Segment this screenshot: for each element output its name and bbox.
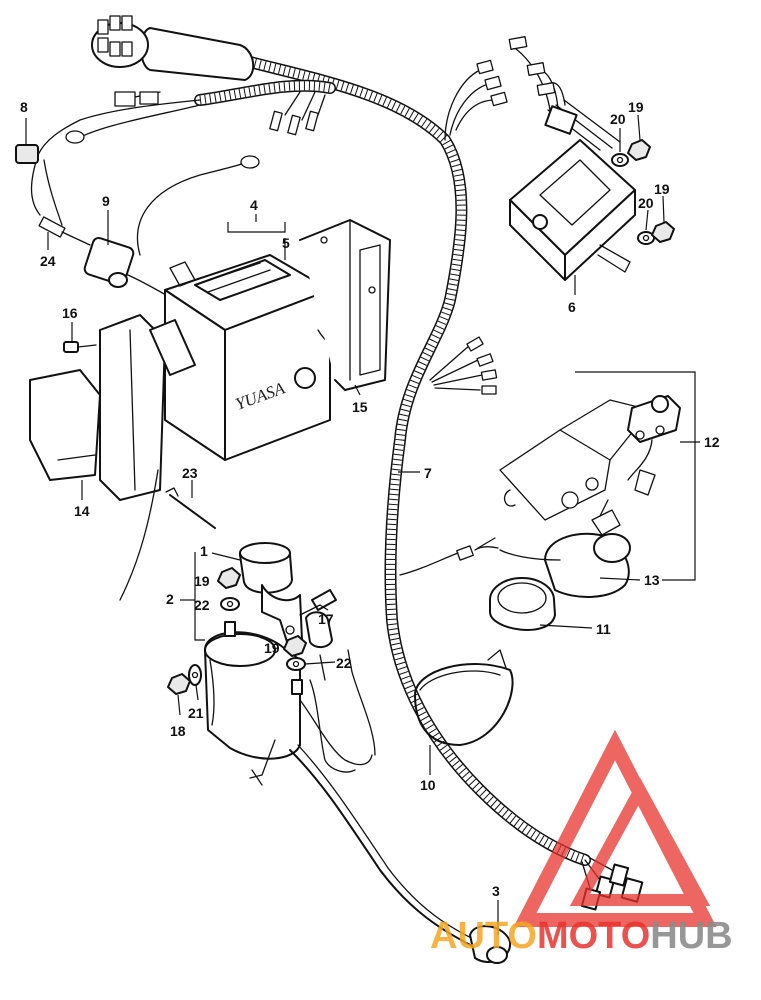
- callout-7: 7: [424, 465, 432, 481]
- watermark-text-moto: MOTO: [537, 915, 650, 957]
- callout-17: 17: [318, 611, 334, 627]
- ground-cable: [136, 155, 260, 256]
- washer-20-lower: [637, 231, 655, 245]
- callout-4: 4: [250, 197, 258, 213]
- callout-21: 21: [188, 705, 204, 721]
- main-wire-harness: [194, 56, 591, 866]
- fuse-24: [38, 216, 91, 246]
- watermark-text-hub: HUB: [650, 915, 732, 957]
- spacer-collar: [305, 611, 333, 648]
- regulator-leads: [444, 36, 566, 141]
- callout-24: 24: [40, 253, 56, 269]
- harness-bullet-fan: [429, 336, 498, 395]
- callout-16: 16: [62, 305, 78, 321]
- callout-19-upper: 19: [628, 99, 644, 115]
- coil-primary-wires: [299, 649, 376, 773]
- callout-22-coil: 22: [194, 597, 210, 613]
- fuse-holder-9: [83, 237, 176, 301]
- callout-22-lower: 22: [336, 655, 352, 671]
- callout-19-lower: 19: [264, 640, 280, 656]
- ignition-bracket: [499, 399, 651, 521]
- callout-12: 12: [704, 434, 720, 450]
- callout-15: 15: [352, 399, 368, 415]
- callout-2: 2: [166, 591, 174, 607]
- watermark-text: AUTOMOTOHUB: [430, 915, 733, 957]
- battery-holder-14: [29, 314, 196, 601]
- nut-19-coil: [217, 567, 241, 589]
- coil-cap-1: [239, 542, 293, 594]
- nut-19-lower: [651, 221, 675, 243]
- callout-6: 6: [568, 299, 576, 315]
- washer-21: [188, 664, 202, 686]
- ignition-coil-2: [204, 621, 303, 786]
- harness-band-10: [414, 649, 514, 746]
- screw-16: [63, 341, 97, 353]
- watermark-triangle-inner: [569, 777, 711, 906]
- callout-11: 11: [596, 621, 611, 637]
- bolt-17: [299, 589, 337, 616]
- callout-13: 13: [644, 572, 660, 588]
- key-cylinder-12: [627, 395, 681, 496]
- regulator-6: [509, 99, 636, 281]
- watermark-logo: [513, 729, 717, 927]
- callout-1: 1: [200, 543, 208, 559]
- headlight-connector-boot: [91, 15, 255, 81]
- callout-19-coil: 19: [194, 573, 210, 589]
- nut-18: [167, 673, 191, 695]
- callout-19-reg-lower: 19: [654, 181, 670, 197]
- left-wire-branch: [15, 91, 201, 226]
- coil-bracket: [261, 584, 303, 646]
- washer-20-upper: [611, 153, 629, 167]
- callout-23: 23: [182, 465, 198, 481]
- callout-8: 8: [20, 99, 28, 115]
- callout-20-upper: 20: [610, 111, 626, 127]
- nut-19-upper: [627, 139, 651, 161]
- nut-19-lower-coil: [283, 635, 307, 657]
- callout-9: 9: [102, 193, 110, 209]
- washer-22-lower: [286, 657, 306, 671]
- battery-case-15: [299, 219, 391, 391]
- callout-18: 18: [170, 723, 186, 739]
- callout-3: 3: [492, 883, 500, 899]
- switch-lead: [399, 552, 459, 576]
- ignition-switch-13: [456, 499, 631, 598]
- callout-labels: 8 9 24 4 5 16 14 15 23 1 2 19 22 17 19 2…: [20, 99, 720, 899]
- tie-strap-23: [165, 487, 216, 529]
- plug-cap-3: [469, 925, 512, 964]
- callout-14: 14: [74, 503, 90, 519]
- callout-5: 5: [282, 235, 290, 251]
- callout-20-lower: 20: [638, 195, 654, 211]
- callout-leaders: [25, 114, 700, 935]
- washer-22-coil: [220, 597, 240, 611]
- switch-cover-11: [489, 577, 556, 631]
- callout-10: 10: [420, 777, 436, 793]
- high-tension-lead: [289, 749, 481, 951]
- bullet-connectors-top: [269, 91, 326, 136]
- high-tension-lead-inner: [297, 744, 489, 947]
- watermark-text-auto: AUTO: [430, 915, 537, 957]
